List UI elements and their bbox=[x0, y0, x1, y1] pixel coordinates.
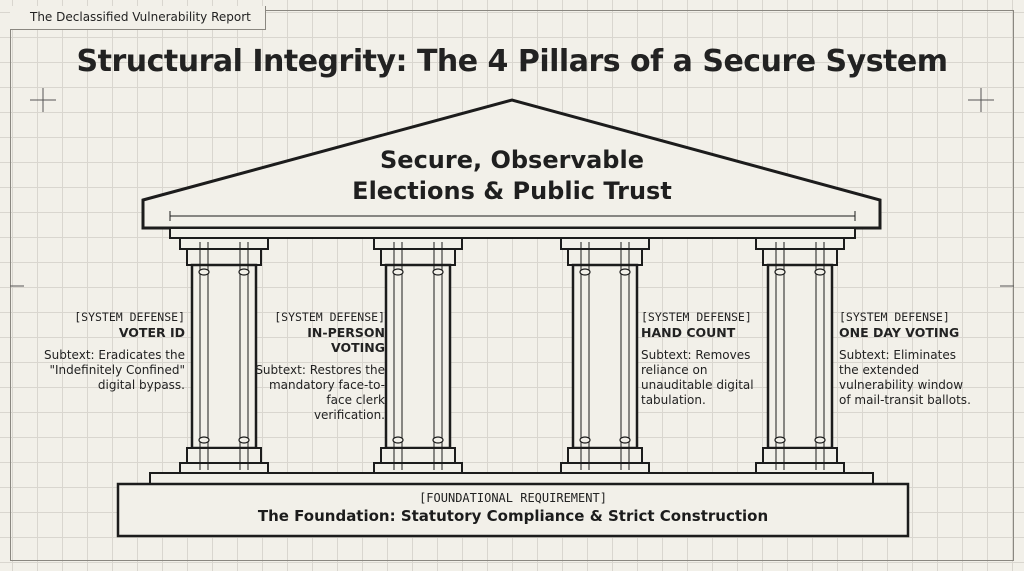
pillar-label-hand-count: [SYSTEM DEFENSE] HAND COUNT Subtext: Rem… bbox=[641, 310, 769, 408]
pillar-label-one-day-voting: [SYSTEM DEFENSE] ONE DAY VOTING Subtext:… bbox=[839, 310, 974, 408]
pillar-label-in-person-voting: [SYSTEM DEFENSE] IN-PERSON VOTING Subtex… bbox=[255, 310, 385, 423]
dimension-line bbox=[169, 211, 856, 221]
pillar-subtext: Subtext: Eradicates the "Indefinitely Co… bbox=[44, 348, 185, 392]
pillar-subtext: Subtext: Removes reliance on unauditable… bbox=[641, 348, 754, 407]
entablature bbox=[169, 227, 856, 239]
pillar-name: IN-PERSON VOTING bbox=[307, 325, 385, 355]
pillar-tag: [SYSTEM DEFENSE] bbox=[74, 310, 185, 324]
corner-marks bbox=[10, 88, 1014, 287]
pillar-3 bbox=[560, 237, 650, 474]
foundation-block bbox=[116, 482, 910, 538]
foundation-name: The Foundation: Statutory Compliance & S… bbox=[257, 507, 769, 525]
page-title: Structural Integrity: The 4 Pillars of a… bbox=[76, 44, 949, 79]
pillar-subtext: Subtext: Restores the mandatory face-to-… bbox=[255, 363, 385, 422]
pillar-name: ONE DAY VOTING bbox=[839, 325, 960, 340]
pillar-tag: [SYSTEM DEFENSE] bbox=[839, 310, 950, 324]
report-tab: The Declassified Vulnerability Report bbox=[10, 6, 266, 30]
pillar-name: VOTER ID bbox=[118, 325, 185, 340]
foundation-tag: [FOUNDATIONAL REQUIREMENT] bbox=[419, 491, 607, 505]
foundation-label: [FOUNDATIONAL REQUIREMENT] The Foundatio… bbox=[118, 491, 908, 525]
roof-label: Secure, Observable Elections & Public Tr… bbox=[0, 145, 1024, 207]
pillar-tag: [SYSTEM DEFENSE] bbox=[274, 310, 385, 324]
roof-line-1: Secure, Observable bbox=[380, 146, 644, 174]
pillar-1 bbox=[179, 237, 269, 474]
pillar-label-voter-id: [SYSTEM DEFENSE] VOTER ID Subtext: Eradi… bbox=[40, 310, 185, 393]
step bbox=[149, 472, 874, 485]
pillar-tag: [SYSTEM DEFENSE] bbox=[641, 310, 752, 324]
pillar-subtext: Subtext: Eliminates the extended vulnera… bbox=[839, 348, 971, 407]
pillar-2 bbox=[373, 237, 463, 474]
pediment bbox=[141, 98, 882, 230]
pillar-name: HAND COUNT bbox=[641, 325, 736, 340]
roof-line-2: Elections & Public Trust bbox=[352, 177, 672, 205]
pillar-4 bbox=[755, 237, 845, 474]
